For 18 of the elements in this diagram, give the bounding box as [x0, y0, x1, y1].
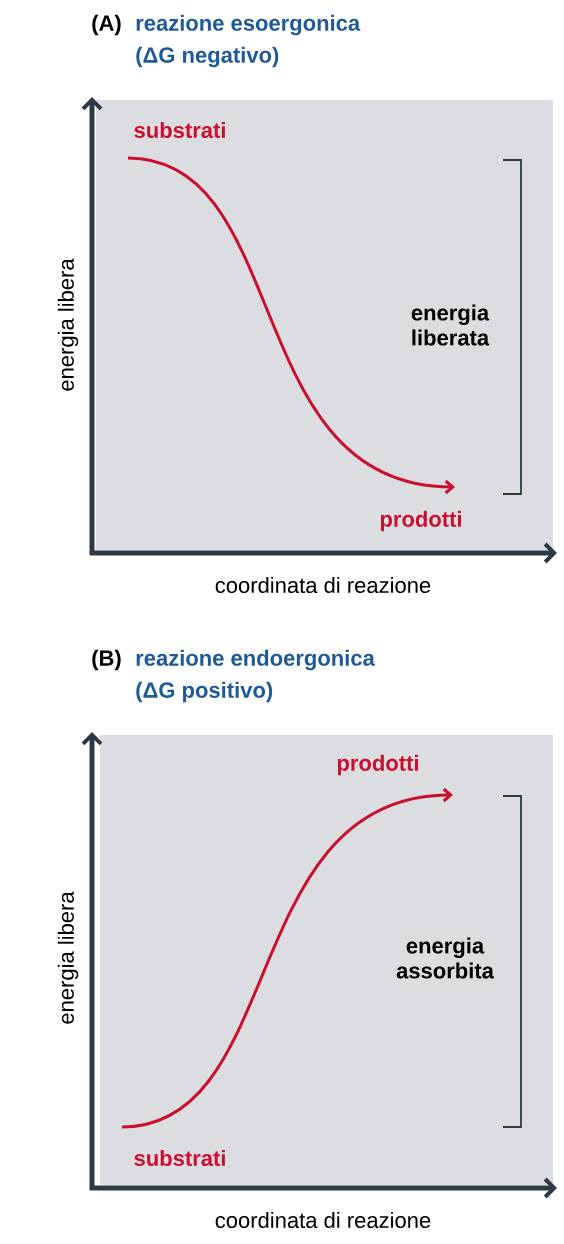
curve-label: prodotti — [380, 510, 461, 532]
panel-letter: (A) — [92, 14, 121, 36]
axis-label: energia libera — [57, 258, 79, 391]
axis-label: energia libera — [57, 891, 79, 1024]
axis-label: coordinata di reazione — [215, 576, 431, 594]
curve-label: substrati — [134, 121, 225, 139]
energy-curve — [121, 787, 453, 1129]
curve-label: substrati — [134, 1149, 225, 1167]
panel-title: reazione endoergonica — [136, 649, 375, 671]
panel-title: reazione esoergonica — [136, 14, 361, 36]
panel-title: (ΔG positivo) — [136, 681, 273, 703]
panel-title: (ΔG negativo) — [136, 46, 279, 68]
panel-letter: (B) — [92, 649, 121, 671]
curve-label: prodotti — [337, 754, 418, 776]
bracket-label: energia liberata — [411, 304, 490, 346]
axis-label: coordinata di reazione — [215, 1211, 431, 1229]
bracket-label: energia assorbita — [396, 937, 495, 979]
energy-curve — [127, 156, 455, 495]
